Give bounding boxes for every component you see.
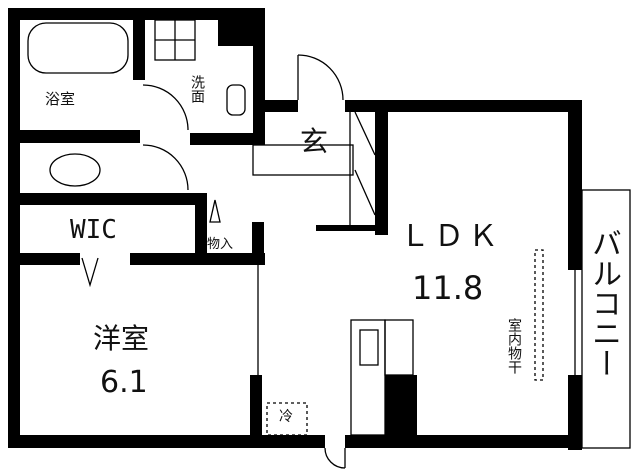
label-balcony: バルコニー (586, 228, 621, 378)
drying-rod (534, 249, 544, 381)
toilet (49, 153, 101, 187)
room-label-entrance: 玄 (300, 125, 329, 158)
room-label-bath: 浴室 (45, 90, 76, 108)
walls (8, 8, 582, 450)
balcony-outline (581, 189, 631, 449)
room-label-washroom: 洗面 (189, 75, 205, 103)
door-swing (142, 84, 189, 131)
room-label-western: 洋室 (93, 322, 150, 355)
bathtub (27, 22, 129, 74)
room-label-ldk: ＬＤＫ (400, 219, 502, 254)
room-label-wic: WIC (70, 215, 117, 245)
fixtures (13, 19, 631, 469)
sink (226, 84, 246, 116)
room-label-storage: 物入 (207, 237, 234, 252)
fridge-space (266, 402, 308, 436)
label-indoor-drying: 室内物干 (506, 318, 522, 374)
label-fridge: 冷 (279, 409, 293, 425)
room-size-ldk: 11.8 (412, 269, 484, 307)
room-size-western: 6.1 (100, 365, 148, 400)
